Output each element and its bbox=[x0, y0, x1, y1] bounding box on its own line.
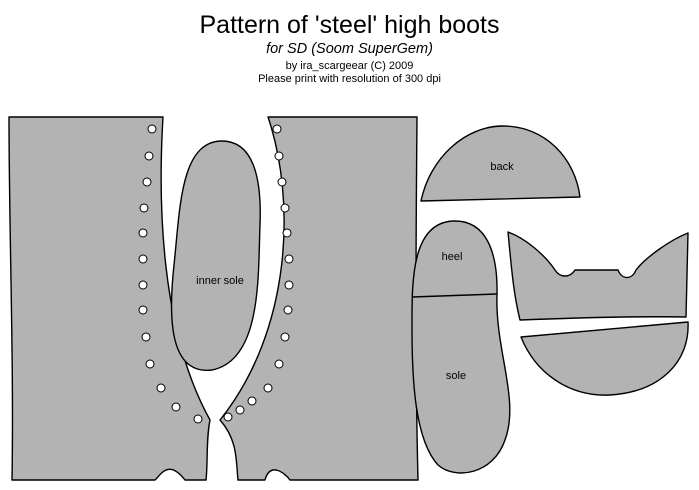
lace-hole bbox=[145, 359, 155, 369]
lower-cap-piece bbox=[520, 321, 689, 396]
lace-hole bbox=[144, 151, 154, 161]
sole-piece bbox=[411, 220, 511, 474]
lace-hole bbox=[171, 402, 181, 412]
lace-hole bbox=[282, 228, 292, 238]
left-boot-lace-holes bbox=[138, 124, 203, 424]
heel-label: heel bbox=[442, 251, 463, 263]
lace-hole bbox=[272, 124, 282, 134]
lace-hole bbox=[284, 280, 294, 290]
lace-hole bbox=[138, 228, 148, 238]
author-credit: by ira_scargeear (C) 2009 bbox=[285, 60, 414, 72]
lace-hole bbox=[277, 177, 287, 187]
lace-hole bbox=[193, 414, 203, 424]
lace-hole bbox=[247, 396, 257, 406]
lace-hole bbox=[141, 332, 151, 342]
lace-hole bbox=[147, 124, 157, 134]
back-piece bbox=[420, 125, 581, 202]
page-subtitle: for SD (Soom SuperGem) bbox=[266, 41, 433, 57]
lace-hole bbox=[263, 383, 273, 393]
lace-hole bbox=[280, 203, 290, 213]
lace-hole bbox=[138, 305, 148, 315]
lace-hole bbox=[138, 254, 148, 264]
lace-hole bbox=[138, 280, 148, 290]
inner-sole-label: inner sole bbox=[196, 275, 244, 287]
print-note: Please print with resolution of 300 dpi bbox=[258, 73, 441, 85]
right-boot-lace-holes bbox=[223, 124, 294, 422]
back-label: back bbox=[490, 161, 514, 173]
lace-hole bbox=[283, 305, 293, 315]
inner-sole-piece bbox=[170, 140, 261, 371]
lace-hole bbox=[223, 412, 233, 422]
lace-hole bbox=[274, 359, 284, 369]
lace-hole bbox=[156, 383, 166, 393]
lace-hole bbox=[274, 151, 284, 161]
page-title: Pattern of 'steel' high boots bbox=[199, 11, 500, 39]
lace-hole bbox=[280, 332, 290, 342]
heel-divider bbox=[411, 293, 498, 298]
lace-hole bbox=[284, 254, 294, 264]
toe-cap-piece bbox=[507, 231, 689, 321]
sole-label: sole bbox=[446, 370, 466, 382]
lace-hole bbox=[139, 203, 149, 213]
lace-hole bbox=[142, 177, 152, 187]
lace-hole bbox=[235, 405, 245, 415]
